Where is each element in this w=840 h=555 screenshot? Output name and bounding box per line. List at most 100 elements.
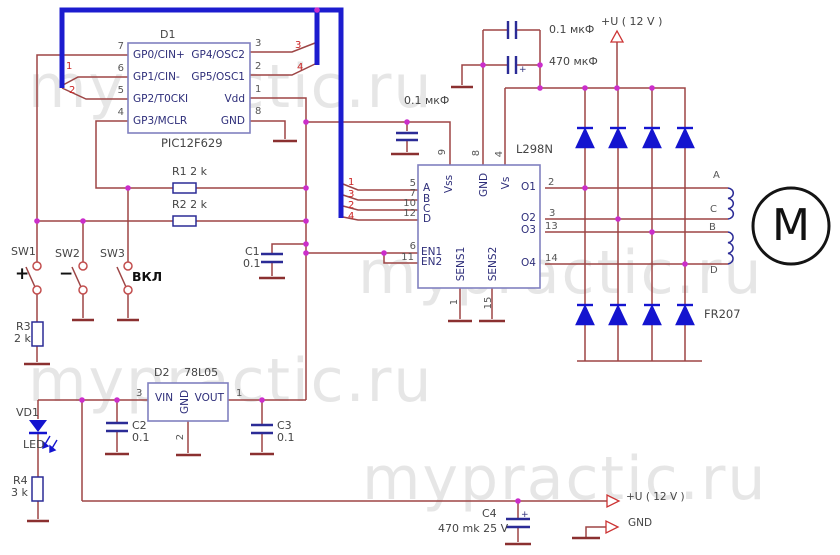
c2-value: 0.1: [132, 431, 150, 444]
bus-tap-number: 2: [348, 200, 355, 211]
capacitor-plates: [106, 21, 530, 529]
reg-pin-number: 1: [236, 388, 243, 399]
led-symbol: [29, 420, 58, 454]
sw1-sign: +: [15, 264, 30, 284]
cap-polarity-plus: +: [521, 510, 529, 520]
ground-symbols: [24, 85, 600, 546]
driver-pin-number: 2: [548, 177, 555, 188]
driver-pin-label: GND: [478, 172, 490, 198]
driver-pin-label: EN2: [421, 256, 443, 268]
sw3-label: SW3: [100, 247, 125, 260]
pic-pin-label: GND: [220, 115, 245, 127]
driver-pin-number: 8: [471, 149, 482, 157]
driver-pin-label: EN1: [421, 246, 443, 258]
reg-pin-number: 3: [136, 388, 143, 399]
reg-designator: D2: [154, 366, 170, 379]
driver-pin-label: SENS1: [455, 246, 467, 282]
watermark: mypractic.ru: [28, 346, 434, 416]
r4-value: 3 k: [11, 486, 28, 499]
chip-boxes: [127, 42, 541, 422]
phase-label-c: C: [710, 204, 717, 215]
c1-name: C1: [245, 245, 260, 258]
driver-pin-number: 10: [403, 198, 416, 209]
cap-polarity-plus: +: [519, 65, 527, 75]
motor-letter: M: [772, 200, 810, 251]
pic-pin-label: GP2/T0CKI: [133, 93, 189, 105]
led-label: LED: [23, 438, 45, 451]
bus-tap-number: 4: [297, 62, 304, 73]
reg-pin-label: VOUT: [194, 392, 224, 404]
driver-pin-number: 6: [409, 241, 416, 252]
phase-label-b: B: [709, 222, 716, 233]
phase-label-d: D: [710, 265, 718, 276]
r1-label: R1 2 k: [172, 165, 208, 178]
driver-pin-number: 4: [494, 150, 505, 158]
reg-part: 78L05: [184, 366, 219, 379]
terminal-arrows: [605, 29, 625, 535]
driver-pin-label: A: [423, 182, 431, 194]
driver-pin-number: 7: [409, 188, 416, 199]
c3-name: C3: [277, 419, 292, 432]
pic-pin-number: 1: [255, 84, 262, 95]
driver-pin-label: SENS2: [487, 246, 499, 282]
driver-pin-label: O4: [521, 257, 536, 269]
driver-pin-number: 9: [437, 148, 448, 156]
r3-name: R3: [16, 320, 31, 333]
pic-pin-number: 4: [117, 107, 124, 118]
pic-pin-label: GP5/OSC1: [191, 71, 245, 83]
reg-pin-label: VIN: [155, 392, 174, 404]
supply-label-12v: +U ( 12 V ): [601, 15, 663, 28]
driver-pin-number: 11: [401, 252, 414, 263]
supply-label-12v: +U ( 12 V ): [626, 491, 685, 503]
pic-pin-number: 3: [255, 38, 262, 49]
r3-value: 2 k: [14, 332, 31, 345]
pic-pin-number: 8: [255, 106, 262, 117]
phase-label-a: A: [713, 170, 720, 181]
gnd-label: GND: [628, 517, 653, 529]
bus-tap-number: 3: [295, 40, 302, 51]
driver-pin-label: Vss: [443, 174, 455, 194]
driver-part: L298N: [516, 142, 553, 156]
bulk-cap-value: 470 мкФ: [549, 55, 598, 68]
driver-pin-label: C: [423, 203, 431, 215]
pic-pin-label: GP1/CIN-: [133, 71, 180, 83]
pic-pin-label: GP4/OSC2: [191, 49, 245, 61]
bus-tap-number: 2: [69, 85, 76, 96]
c1-value: 0.1: [243, 257, 261, 270]
pic-part: PIC12F629: [161, 136, 223, 150]
driver-pin-number: 3: [549, 208, 556, 219]
pic-pin-number: 5: [117, 85, 124, 96]
pic-pin-label: GP0/CIN+: [133, 49, 185, 61]
driver-bypass-cap-value: 0.1 мкФ: [404, 94, 450, 107]
bus-tap-number: 4: [348, 211, 355, 222]
c2-name: C2: [132, 419, 147, 432]
sw3-on-label: ВКЛ: [132, 269, 163, 284]
driver-pin-number: 14: [545, 253, 558, 264]
driver-pin-label: O3: [521, 224, 536, 236]
reg-pin-label: GND: [179, 389, 191, 415]
driver-pin-number: 5: [409, 178, 416, 189]
bus-tap-number: 1: [66, 61, 73, 72]
driver-pin-label: O2: [521, 212, 536, 224]
pic-pin-number: 2: [255, 61, 262, 72]
c4-value: 470 mk 25 V: [438, 522, 509, 535]
diode-part-label: FR207: [704, 307, 741, 321]
pic-pin-label: GP3/MCLR: [133, 115, 188, 127]
pic-designator: D1: [160, 28, 176, 41]
bus-tap-number: 3: [348, 189, 355, 200]
driver-pin-label: Vs: [500, 176, 512, 190]
r2-label: R2 2 k: [172, 198, 208, 211]
bus-tap-number: 1: [348, 177, 355, 188]
driver-pin-label: B: [423, 193, 431, 205]
sw2-sign: −: [59, 264, 74, 284]
sw2-label: SW2: [55, 247, 80, 260]
r4-name: R4: [13, 474, 28, 487]
driver-pin-number: 15: [483, 296, 494, 310]
bus-lines: [59, 7, 344, 218]
vd1-designator: VD1: [16, 406, 39, 419]
pic-pin-number: 6: [117, 63, 124, 74]
resistors: [31, 182, 197, 502]
driver-pin-number: 1: [449, 298, 460, 306]
